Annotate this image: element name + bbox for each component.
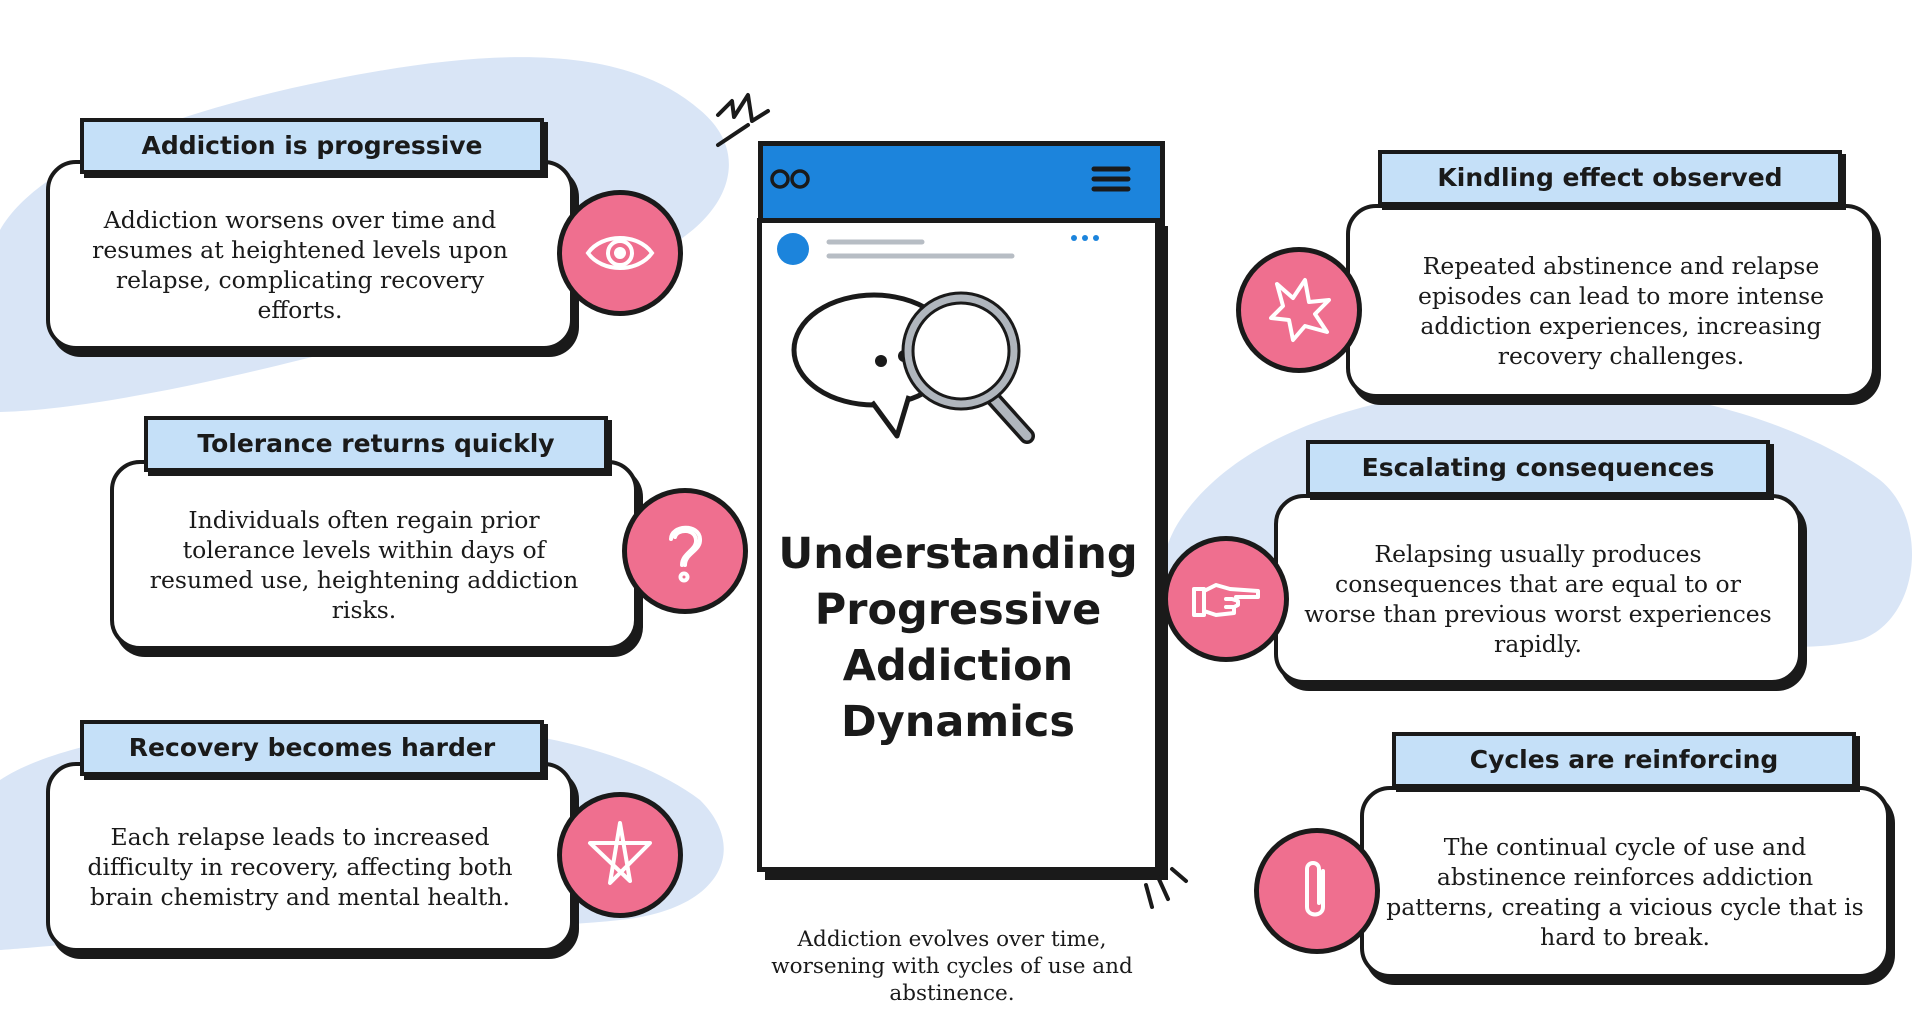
card-body-text: The continual cycle of use and abstinenc… (1386, 833, 1864, 951)
phone-content-graphics (777, 233, 1099, 444)
card-recovery-harder: Each relapse leads to increased difficul… (46, 762, 574, 952)
card-title-tab: Recovery becomes harder (80, 720, 544, 776)
sketch-accent-marks (1144, 867, 1188, 909)
question-mark-icon (622, 488, 748, 614)
chat-search-icon (791, 291, 1035, 444)
profile-avatar (777, 233, 809, 265)
card-tolerance-returns: Individuals often regain prior tolerance… (110, 460, 638, 650)
card-addiction-progressive: Addiction worsens over time and resumes … (46, 160, 574, 350)
phone-header-icons (770, 166, 1131, 192)
eye-icon (557, 190, 683, 316)
card-title-tab: Kindling effect observed (1378, 150, 1842, 206)
pointing-hand-icon (1163, 536, 1289, 662)
sketch-accent-marks (716, 93, 770, 147)
card-title-tab: Cycles are reinforcing (1392, 732, 1856, 788)
card-body-text: Individuals often regain prior tolerance… (149, 506, 579, 624)
more-dots-icon (1071, 235, 1099, 241)
center-caption: Addiction evolves over time, worsening w… (771, 927, 1133, 1006)
card-body-text: Relapsing usually produces consequences … (1304, 540, 1772, 658)
camera-dots-icon (770, 169, 810, 189)
card-cycles-reinforcing: The continual cycle of use and abstinenc… (1360, 786, 1890, 978)
paperclip-icon (1254, 828, 1380, 954)
burst-icon (1236, 247, 1362, 373)
card-body-text: Repeated abstinence and relapse episodes… (1417, 252, 1825, 370)
card-kindling-effect: Repeated abstinence and relapse episodes… (1346, 204, 1876, 398)
page-title: Understanding Progressive Addiction Dyna… (778, 529, 1138, 747)
hamburger-menu-icon (1091, 166, 1131, 192)
card-body-text: Addiction worsens over time and resumes … (92, 206, 508, 324)
card-body-text: Each relapse leads to increased difficul… (87, 823, 513, 911)
star-icon (557, 792, 683, 918)
card-title-tab: Tolerance returns quickly (144, 416, 608, 472)
card-escalating-consequences: Relapsing usually produces consequences … (1274, 494, 1802, 684)
card-title-tab: Escalating consequences (1306, 440, 1770, 496)
card-title-tab: Addiction is progressive (80, 118, 544, 174)
